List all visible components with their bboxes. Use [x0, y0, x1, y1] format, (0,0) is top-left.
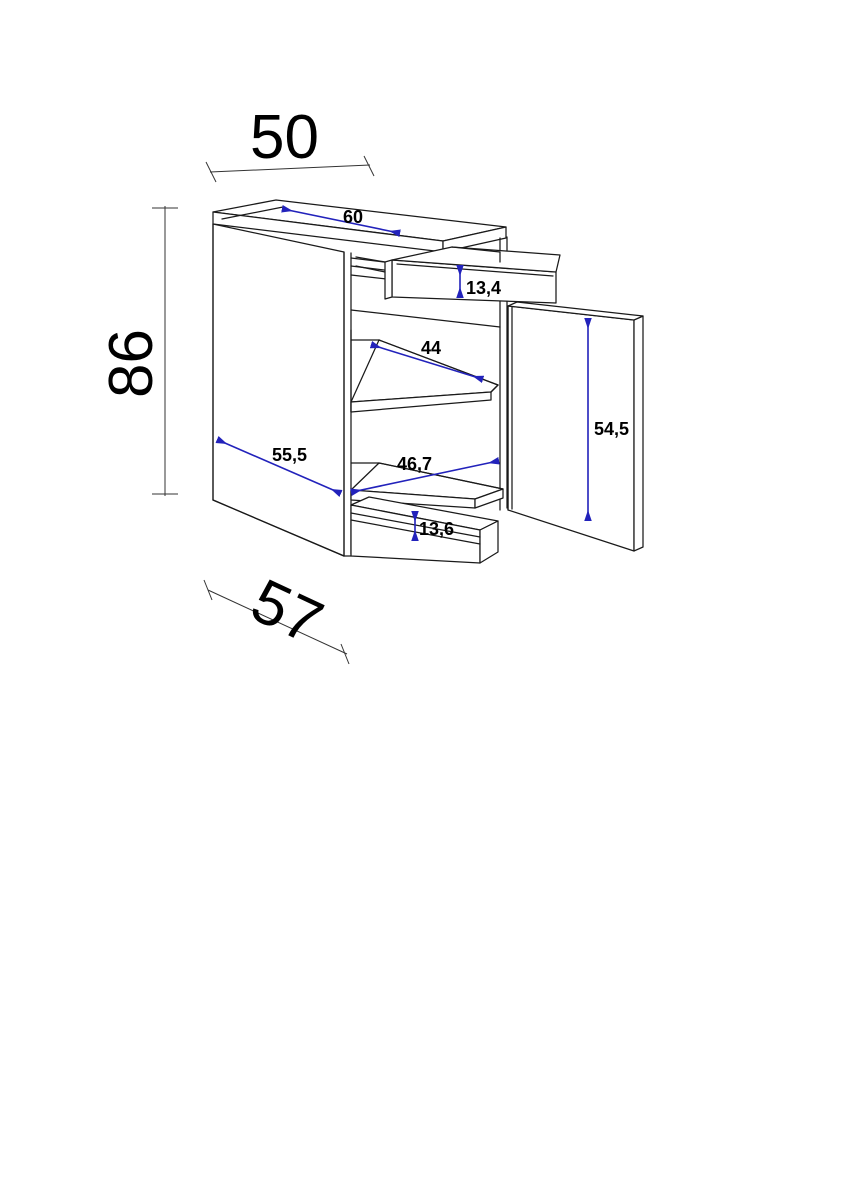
arrow-46-7 — [350, 457, 500, 496]
dim-tick-57-left — [203, 579, 213, 601]
dim-label-shelf-depth-44: 44 — [421, 338, 441, 358]
carcase-bottom-outline — [212, 499, 352, 557]
dim-tick-50-right — [363, 155, 375, 177]
dim-tick-50-left — [205, 161, 217, 183]
dim-label-door-height-54-5: 54,5 — [594, 419, 629, 439]
dim-label-drawer-height-13-4: 13,4 — [466, 278, 501, 298]
dim-label-width-50: 50 — [250, 103, 319, 172]
dim-label-plinth-height-13-6: 13,6 — [419, 519, 454, 539]
arrow-55-5 — [215, 436, 343, 497]
dim-line-50 — [209, 164, 371, 173]
dimension-arrows — [215, 205, 592, 542]
extension-lines — [152, 155, 375, 665]
dim-label-interior-depth-46-7: 46,7 — [397, 454, 432, 474]
drawer-box — [355, 246, 561, 304]
arrow-44 — [369, 341, 485, 383]
door-panel — [507, 301, 644, 552]
left-side-panel — [212, 223, 345, 557]
dim-label-height-86: 86 — [97, 329, 166, 398]
dim-label-worktop-depth-60: 60 — [343, 207, 363, 227]
upper-compartment — [350, 309, 501, 328]
dim-tick-57-right — [340, 643, 350, 665]
dim-label-side-depth-55-5: 55,5 — [272, 445, 307, 465]
dim-line-57 — [207, 589, 348, 655]
arrow-60 — [281, 205, 401, 237]
